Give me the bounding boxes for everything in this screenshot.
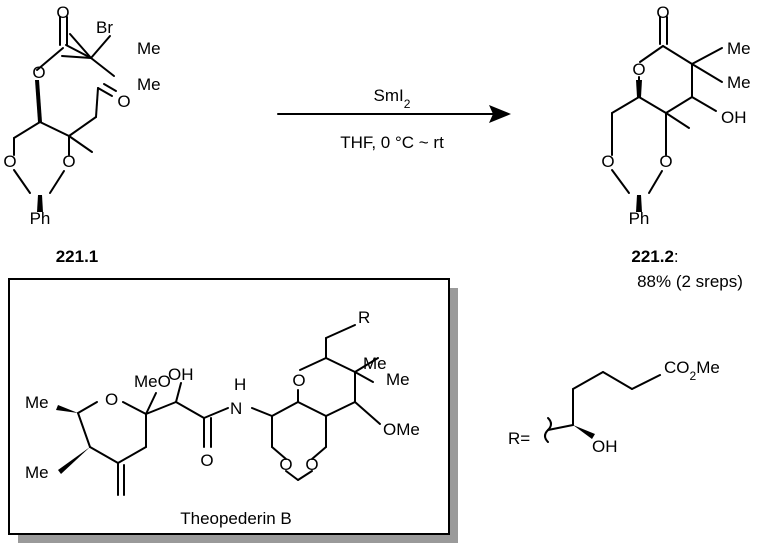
atom-me-t3: Me xyxy=(363,354,387,373)
atom-o-ring-p1: O xyxy=(601,152,614,171)
atom-me-t1: Me xyxy=(25,393,49,412)
atom-n-amide: N xyxy=(230,399,242,418)
compound-221-1: O Br Me Me O O O O Ph 221.1 xyxy=(3,3,160,266)
product-yield: 88% (2 sreps) xyxy=(637,272,743,291)
inset-frame xyxy=(8,278,450,535)
atom-h-amide: H xyxy=(234,375,246,394)
theopederin-structure: O Me Me MeO OH H N O O O O R Me Me OMe xyxy=(25,308,420,496)
compound-221-2: O O Me Me OH O O Ph 221.2: 88% (2 sreps) xyxy=(601,3,750,291)
atom-o-aldehyde: O xyxy=(117,92,130,111)
atom-ome: OMe xyxy=(383,420,420,439)
atom-o-carbonyl-p: O xyxy=(656,3,669,22)
atom-me-t2: Me xyxy=(25,463,49,482)
atom-me-p1: Me xyxy=(727,39,751,58)
inset-box: O Me Me MeO OH H N O O O O R Me Me OMe T… xyxy=(8,278,458,543)
atom-r: R xyxy=(358,308,370,327)
atom-me-1: Me xyxy=(137,39,161,58)
atom-me-2: Me xyxy=(137,75,161,94)
atom-br: Br xyxy=(96,18,113,37)
atom-o-ring-2: O xyxy=(62,152,75,171)
atom-o-pyran: O xyxy=(105,390,118,409)
atom-o-ring-p2: O xyxy=(659,152,672,171)
atom-o-ring-1: O xyxy=(3,152,16,171)
r-substituent: R= OH CO2Me xyxy=(508,358,720,456)
atom-oh-r: OH xyxy=(592,437,618,456)
atom-me-p2: Me xyxy=(727,73,751,92)
atom-o-bicycle-3: O xyxy=(305,455,318,474)
compound-label-221-1: 221.1 xyxy=(56,247,99,266)
inset-compound-name: Theopederin B xyxy=(180,509,292,528)
r-definition-label: R= xyxy=(508,429,530,448)
conditions-label: THF, 0 °C ~ rt xyxy=(340,133,444,152)
atom-o-bicycle-1: O xyxy=(292,371,305,390)
atom-ph: Ph xyxy=(30,209,51,228)
atom-oh-t: OH xyxy=(168,365,194,384)
atom-o-ester: O xyxy=(32,63,45,82)
atom-co2me: CO2Me xyxy=(664,358,720,383)
atom-o-amide: O xyxy=(200,451,213,470)
compound-label-221-2: 221.2: xyxy=(631,247,678,266)
atom-o-lactone: O xyxy=(632,60,645,79)
reaction-arrow xyxy=(277,105,511,123)
atom-me-t4: Me xyxy=(386,370,410,389)
atom-ph-p: Ph xyxy=(629,209,650,228)
atom-meo: MeO xyxy=(134,372,171,391)
reagent-label: SmI2 xyxy=(374,86,411,111)
atom-oh-p: OH xyxy=(721,108,747,127)
atom-o-bicycle-2: O xyxy=(279,455,292,474)
atom-o-carbonyl: O xyxy=(56,3,69,22)
